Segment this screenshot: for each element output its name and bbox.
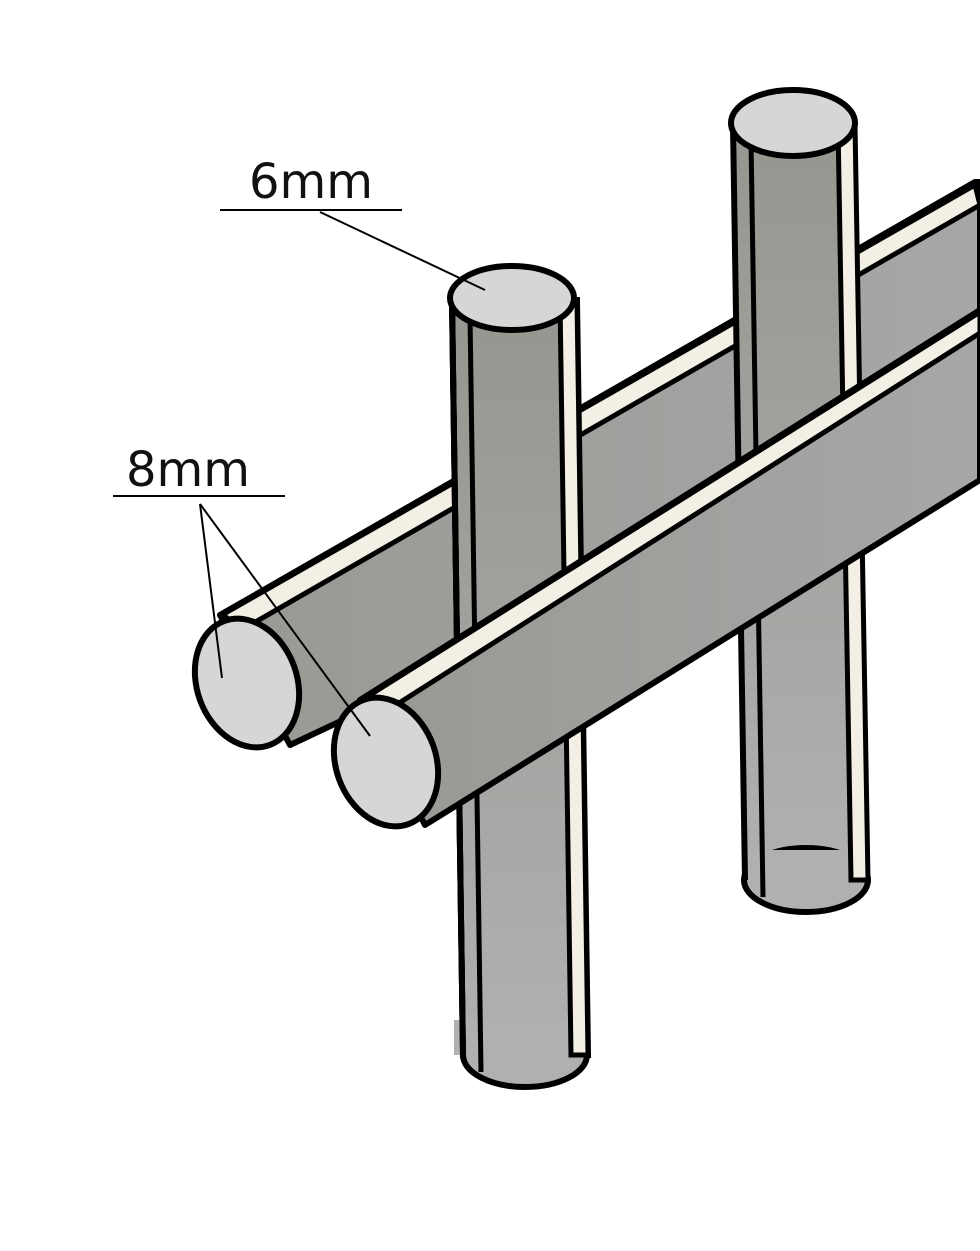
label-6mm: 6mm bbox=[220, 154, 486, 291]
label-8mm-leader-front bbox=[199, 503, 371, 737]
label-8mm: 8mm bbox=[113, 442, 371, 737]
label-6mm-text: 6mm bbox=[249, 154, 373, 210]
vertical-rod-front-end bbox=[447, 263, 577, 333]
horizontal-rod-front-end bbox=[330, 694, 442, 830]
horizontal-rod-back-end bbox=[191, 615, 303, 751]
label-8mm-leader-back bbox=[199, 503, 223, 679]
label-8mm-text: 8mm bbox=[126, 442, 250, 498]
vertical-rod-back-end bbox=[728, 87, 858, 159]
label-6mm-leader bbox=[319, 211, 486, 291]
horizontal-rod-front bbox=[330, 307, 980, 830]
